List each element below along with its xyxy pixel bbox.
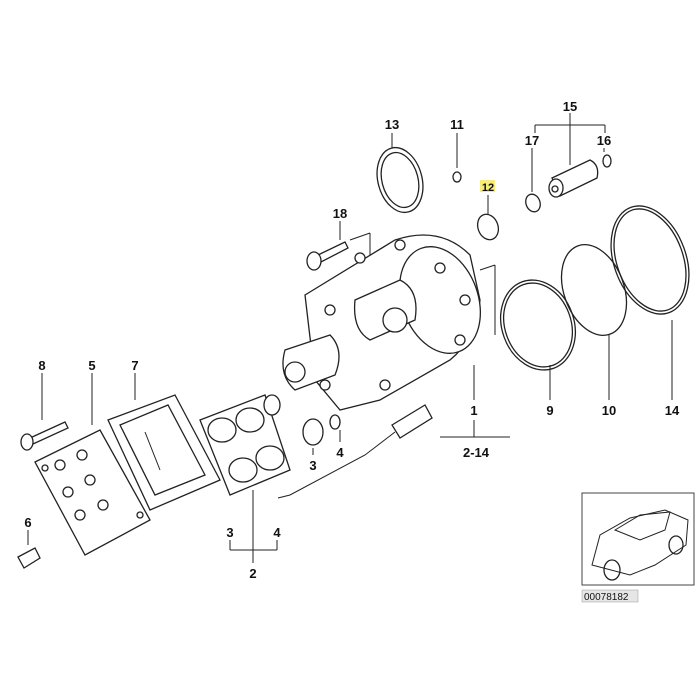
ring-9-inner xyxy=(503,282,573,368)
callout-5: 5 xyxy=(88,358,95,373)
o-ring-13 xyxy=(376,146,424,214)
snap-ring-14 xyxy=(610,205,690,315)
ring-9 xyxy=(500,279,576,371)
gasket-7 xyxy=(107,394,221,511)
callout-16: 16 xyxy=(597,133,611,148)
plug-6 xyxy=(17,547,41,569)
valve-insert-15 xyxy=(548,159,599,198)
bolt-18 xyxy=(306,241,349,271)
callout-11: 11 xyxy=(450,117,464,132)
callout-4-oring: 4 xyxy=(336,445,344,460)
valve-block-2 xyxy=(199,394,291,496)
callout-1: 1 xyxy=(470,403,477,418)
o-ring-3 xyxy=(302,418,324,446)
diagram-code: 00078182 xyxy=(584,592,629,603)
o-ring-11 xyxy=(452,171,462,183)
callout-labels: 13 11 12 15 17 16 18 8 5 7 6 9 10 14 1 2… xyxy=(24,99,680,581)
callout-2: 2 xyxy=(249,566,256,581)
callout-15: 15 xyxy=(563,99,577,114)
callout-9: 9 xyxy=(546,403,553,418)
callout-18: 18 xyxy=(333,206,347,221)
callout-3-oring: 3 xyxy=(309,458,316,473)
callout-10: 10 xyxy=(602,403,616,418)
o-ring-16 xyxy=(602,154,612,168)
vehicle-thumbnail: 00078182 xyxy=(581,492,695,603)
callout-13: 13 xyxy=(385,117,399,132)
callout-3: 3 xyxy=(226,525,233,540)
o-ring-4 xyxy=(329,414,341,430)
bolt-8 xyxy=(20,421,69,451)
cover-plate-5 xyxy=(34,429,151,556)
pump-housing-1 xyxy=(282,234,482,411)
callout-14: 14 xyxy=(665,403,680,418)
callout-8: 8 xyxy=(38,358,45,373)
callout-2-14: 2-14 xyxy=(463,445,490,460)
snap-ring-14-inner xyxy=(613,208,687,312)
callout-17: 17 xyxy=(525,133,539,148)
callout-7: 7 xyxy=(131,358,138,373)
callout-6: 6 xyxy=(24,515,31,530)
o-ring-13-inner xyxy=(380,151,420,209)
callout-12-highlight xyxy=(480,180,495,192)
callout-4: 4 xyxy=(273,525,281,540)
pressure-sensor xyxy=(277,404,433,499)
callout-12: 12 xyxy=(482,182,494,194)
o-ring-17 xyxy=(525,193,541,213)
o-ring-12 xyxy=(476,213,500,241)
